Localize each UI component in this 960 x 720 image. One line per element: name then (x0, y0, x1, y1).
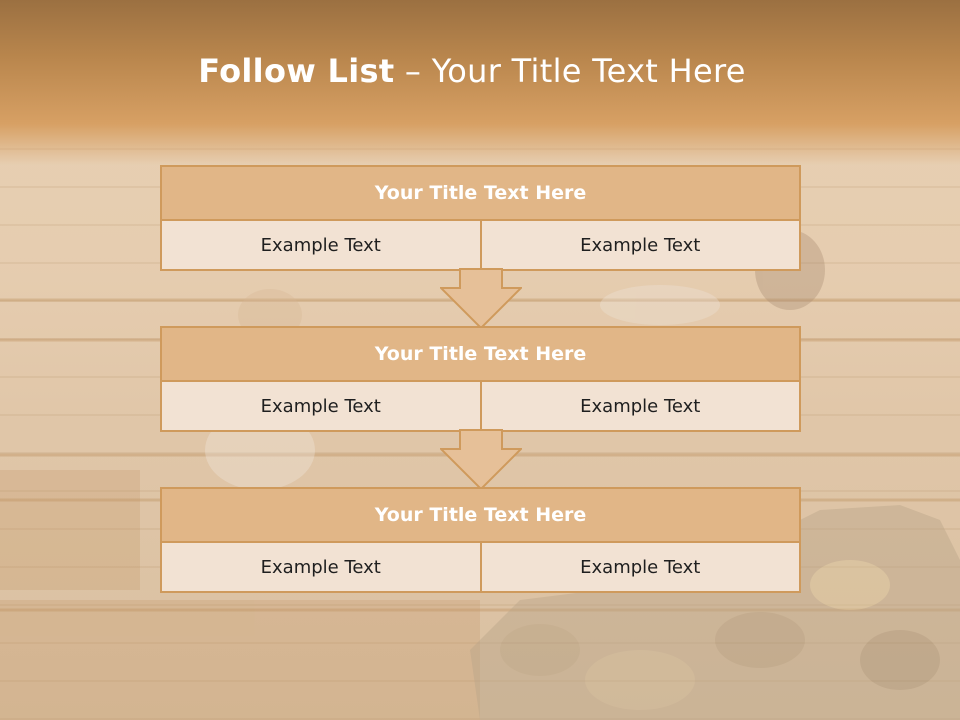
list-block-2: Your Title Text Here Example Text Exampl… (160, 326, 801, 432)
block-cell-left: Example Text (160, 382, 482, 432)
slide-title: Follow List – Your Title Text Here (0, 52, 944, 90)
list-block-1: Your Title Text Here Example Text Exampl… (160, 165, 801, 271)
block-row: Example Text Example Text (160, 382, 801, 432)
block-title: Your Title Text Here (160, 487, 801, 543)
down-arrow-icon (440, 429, 522, 491)
slide-title-bold: Follow List (198, 52, 395, 90)
block-cell-left: Example Text (160, 543, 482, 593)
down-arrow-icon (440, 268, 522, 330)
block-cell-right: Example Text (481, 382, 801, 432)
block-row: Example Text Example Text (160, 543, 801, 593)
block-cell-left: Example Text (160, 221, 482, 271)
slide-title-rest: – Your Title Text Here (394, 52, 746, 90)
block-title: Your Title Text Here (160, 165, 801, 221)
block-row: Example Text Example Text (160, 221, 801, 271)
block-cell-right: Example Text (481, 543, 801, 593)
block-title: Your Title Text Here (160, 326, 801, 382)
header-band (0, 0, 960, 165)
list-block-3: Your Title Text Here Example Text Exampl… (160, 487, 801, 593)
block-cell-right: Example Text (481, 221, 801, 271)
